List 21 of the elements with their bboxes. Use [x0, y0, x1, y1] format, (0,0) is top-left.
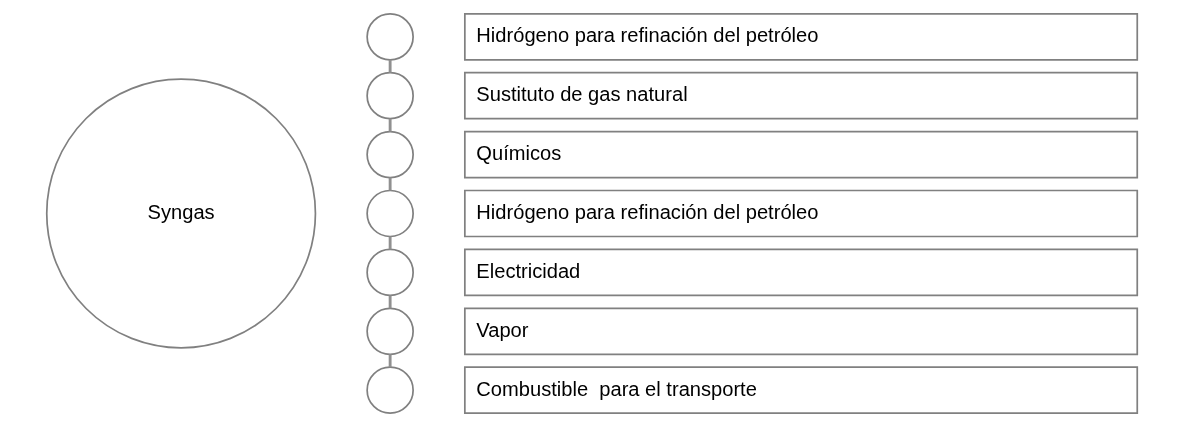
node-circle: [366, 307, 414, 356]
connector: [388, 59, 392, 73]
node-box: Vapor: [464, 307, 1139, 356]
connector: [388, 177, 392, 191]
node-circle: [366, 248, 414, 297]
node-box: Químicos: [464, 130, 1139, 179]
node-circle: [366, 189, 414, 238]
node-box: Electricidad: [464, 248, 1139, 297]
node-circle: [366, 71, 414, 120]
node-box: Sustituto de gas natural: [464, 71, 1139, 120]
node-circle: Syngas: [45, 78, 317, 349]
connector: [388, 354, 392, 368]
node-box: Combustible para el transporte: [464, 366, 1139, 415]
connector: [388, 118, 392, 132]
node-circle: [366, 12, 414, 61]
connector: [388, 295, 392, 309]
node-circle: [366, 366, 414, 415]
node-box: Hidrógeno para refinación del petróleo: [464, 189, 1139, 238]
connector: [388, 236, 392, 250]
node-box: Hidrógeno para refinación del petróleo: [464, 12, 1139, 61]
node-circle: [366, 130, 414, 179]
